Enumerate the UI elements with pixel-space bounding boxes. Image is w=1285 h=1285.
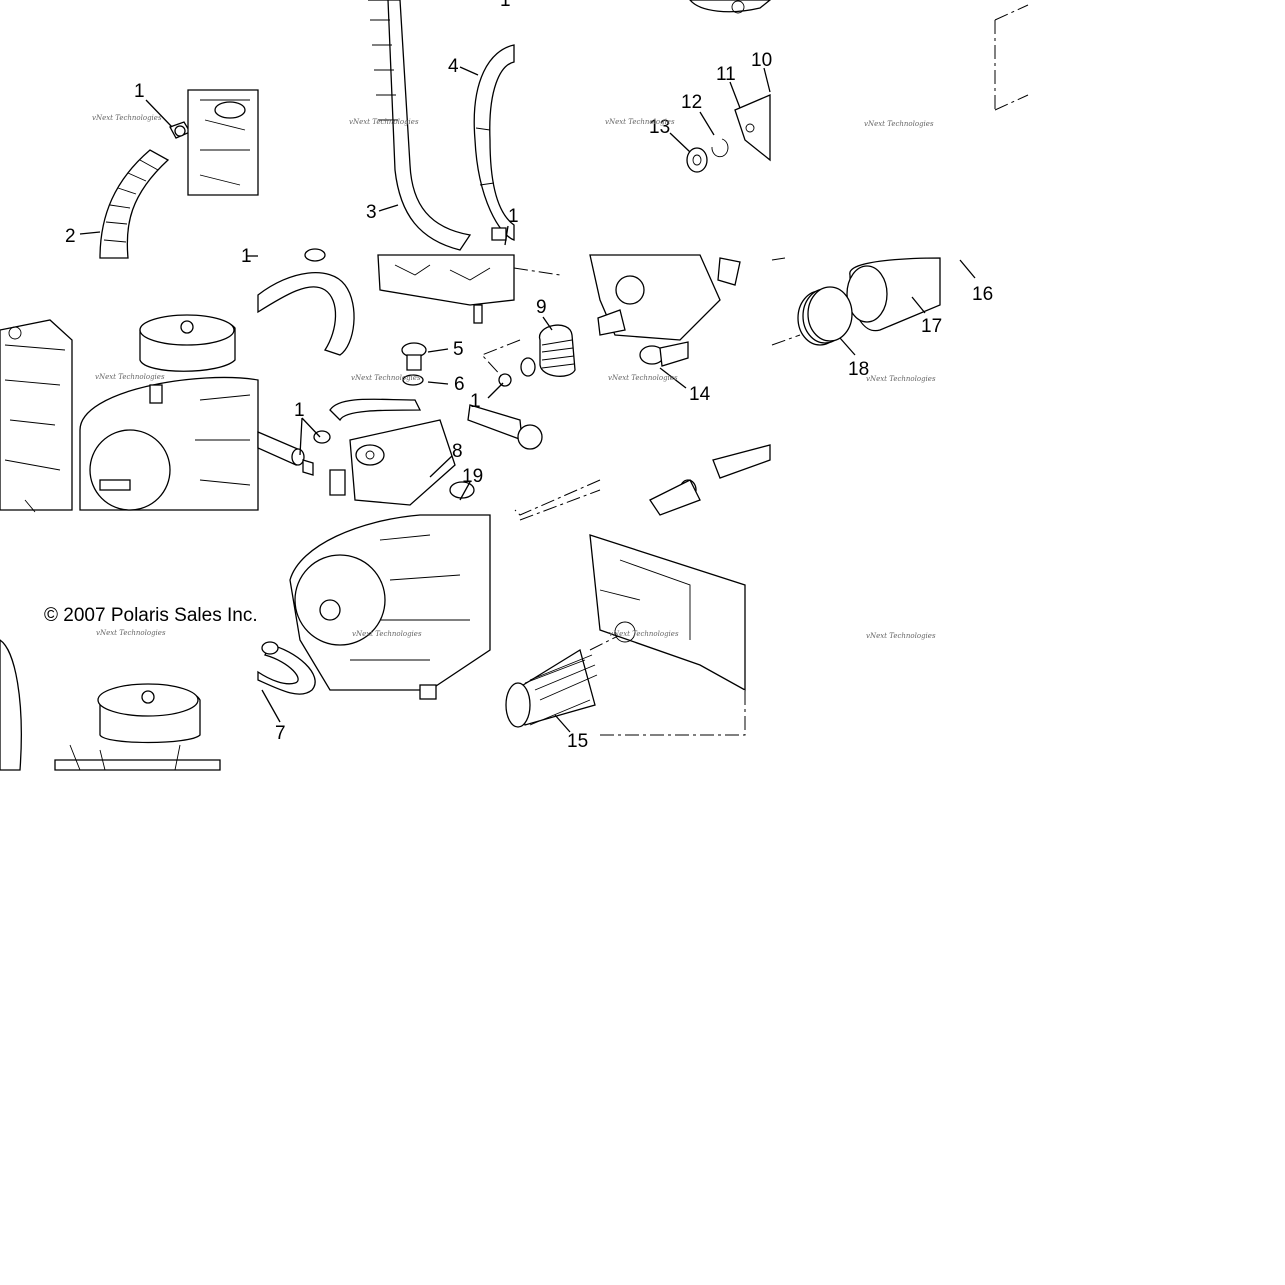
callout-1: 1 — [241, 246, 252, 267]
callout-16: 16 — [972, 284, 993, 305]
watermark: vNext Technologies — [866, 632, 936, 640]
callout-1: 1 — [134, 81, 145, 102]
callout-17: 17 — [921, 316, 942, 337]
callout-7: 7 — [275, 723, 286, 744]
callout-1: 1 — [470, 391, 481, 412]
callout-1: 1 — [508, 206, 519, 227]
callout-19: 19 — [462, 466, 483, 487]
watermark: vNext Technologies — [92, 114, 162, 122]
watermark: vNext Technologies — [96, 629, 166, 637]
tile-hose-2 — [99, 89, 259, 259]
tile-engine-left — [0, 319, 73, 513]
callout-6: 6 — [454, 374, 465, 395]
tile-hoses-3-4 — [368, 0, 515, 324]
watermark: vNext Technologies — [352, 630, 422, 638]
watermarks: vNext Technologies vNext Technologies vN… — [92, 114, 936, 640]
copyright-notice: © 2007 Polaris Sales Inc. — [44, 605, 258, 626]
watermark: vNext Technologies — [866, 375, 936, 383]
tile-sleeve — [771, 257, 941, 346]
tile-engine-lower — [0, 639, 221, 771]
watermark: vNext Technologies — [95, 373, 165, 381]
watermark: vNext Technologies — [608, 374, 678, 382]
callout-3: 3 — [366, 202, 377, 223]
watermark: vNext Technologies — [864, 120, 934, 128]
watermark: vNext Technologies — [605, 118, 675, 126]
tile-washers — [686, 0, 772, 173]
tile-fuel-pump — [467, 254, 741, 516]
watermark: vNext Technologies — [349, 118, 419, 126]
leader-lines — [79, 66, 976, 733]
callout-4: 4 — [448, 56, 459, 77]
tile-border — [994, 4, 1029, 111]
callout-9: 9 — [536, 297, 547, 318]
callout-10: 10 — [751, 50, 772, 71]
tile-fuel-lines — [257, 248, 475, 506]
watermark: vNext Technologies — [351, 374, 421, 382]
tile-carb-top — [79, 314, 259, 511]
tile-gear — [505, 444, 771, 736]
callout-1: 1 — [500, 0, 511, 11]
tile-carb-lower — [257, 514, 491, 700]
callout-14: 14 — [689, 384, 711, 405]
watermark: vNext Technologies — [609, 630, 679, 638]
callouts: 1 2 3 4 1 1 13 12 11 10 1 5 6 9 1 1 8 19… — [65, 0, 993, 752]
callout-5: 5 — [453, 339, 464, 360]
callout-1: 1 — [294, 400, 305, 421]
callout-15: 15 — [567, 731, 588, 752]
callout-13: 13 — [649, 117, 670, 138]
callout-11: 11 — [716, 64, 736, 85]
callout-8: 8 — [452, 441, 463, 462]
callout-12: 12 — [681, 92, 702, 113]
callout-2: 2 — [65, 226, 76, 247]
callout-18: 18 — [848, 359, 869, 380]
